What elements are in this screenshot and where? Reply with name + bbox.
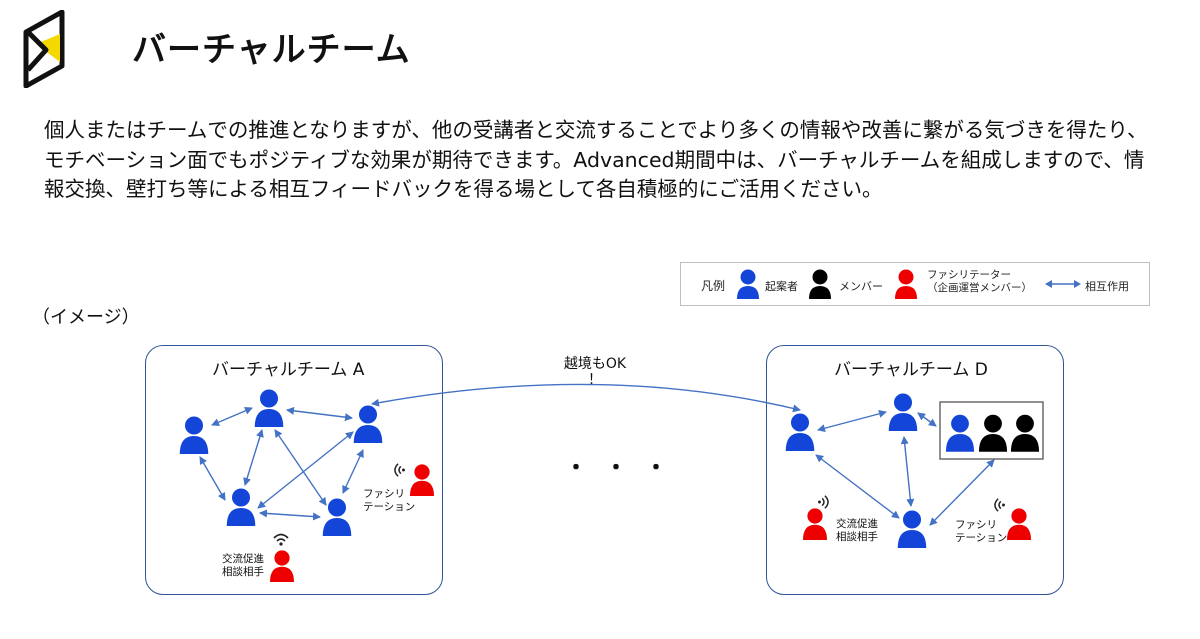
legend-mutual-label: 相互作用 xyxy=(1085,280,1129,293)
team-d-wifi-icon-1 xyxy=(817,494,829,510)
ellipsis: ・・・ xyxy=(565,456,686,481)
team-a-facilitator-2 xyxy=(270,550,294,582)
image-note: （イメージ） xyxy=(32,307,140,328)
team-a-title: バーチャルチーム A xyxy=(212,360,365,380)
legend-proposer-label: 起案者 xyxy=(765,280,798,293)
legend-proposer-icon xyxy=(737,269,759,299)
team-a-proposer-4 xyxy=(226,488,256,526)
cross-team-arrow xyxy=(371,383,801,413)
team-a-proposer-1 xyxy=(179,416,209,454)
legend-facilitator-label: ファシリテーター（企画運営メンバー） xyxy=(927,269,1032,294)
team-d-proposer-1 xyxy=(785,413,815,451)
team-d-arrows xyxy=(815,409,995,526)
team-d-title: バーチャルチーム D xyxy=(834,360,988,380)
team-a-wifi-icon-1 xyxy=(394,462,406,478)
team-d-facilitator-2 xyxy=(1007,508,1031,540)
legend-member-icon xyxy=(809,269,831,299)
team-d-facilitator-1 xyxy=(803,508,827,540)
team-a-consult-label: 交流促進 相談相手 xyxy=(222,553,264,578)
intro-paragraph: 個人またはチームでの推進となりますが、他の受講者と交流することでより多くの情報や… xyxy=(44,118,1148,201)
page-title: バーチャルチーム xyxy=(132,30,411,70)
team-a-arrows xyxy=(199,406,364,521)
team-a-proposer-3 xyxy=(353,405,383,443)
legend-title: 凡例 xyxy=(701,279,726,293)
logo-icon xyxy=(23,10,65,88)
team-a-wifi-icon-2 xyxy=(273,533,289,547)
team-a-facilitator-1 xyxy=(410,464,434,496)
team-a-proposer-5 xyxy=(322,498,352,536)
legend: 凡例 起案者 メンバー ファシリテーター（企画運営メンバー） 相互作用 xyxy=(680,262,1150,306)
team-a-facilitation-label: ファシリ テーション xyxy=(363,488,416,513)
legend-member-label: メンバー xyxy=(839,280,883,293)
team-a-proposer-2 xyxy=(254,389,284,427)
legend-mutual-arrow-icon xyxy=(1045,280,1081,288)
team-d-proposer-3 xyxy=(897,510,927,548)
team-d-consult-label: 交流促進 相談相手 xyxy=(836,518,878,543)
team-d-wifi-icon-2 xyxy=(994,497,1006,513)
legend-facilitator-icon xyxy=(895,269,917,299)
team-d-proposer-2 xyxy=(888,393,918,431)
